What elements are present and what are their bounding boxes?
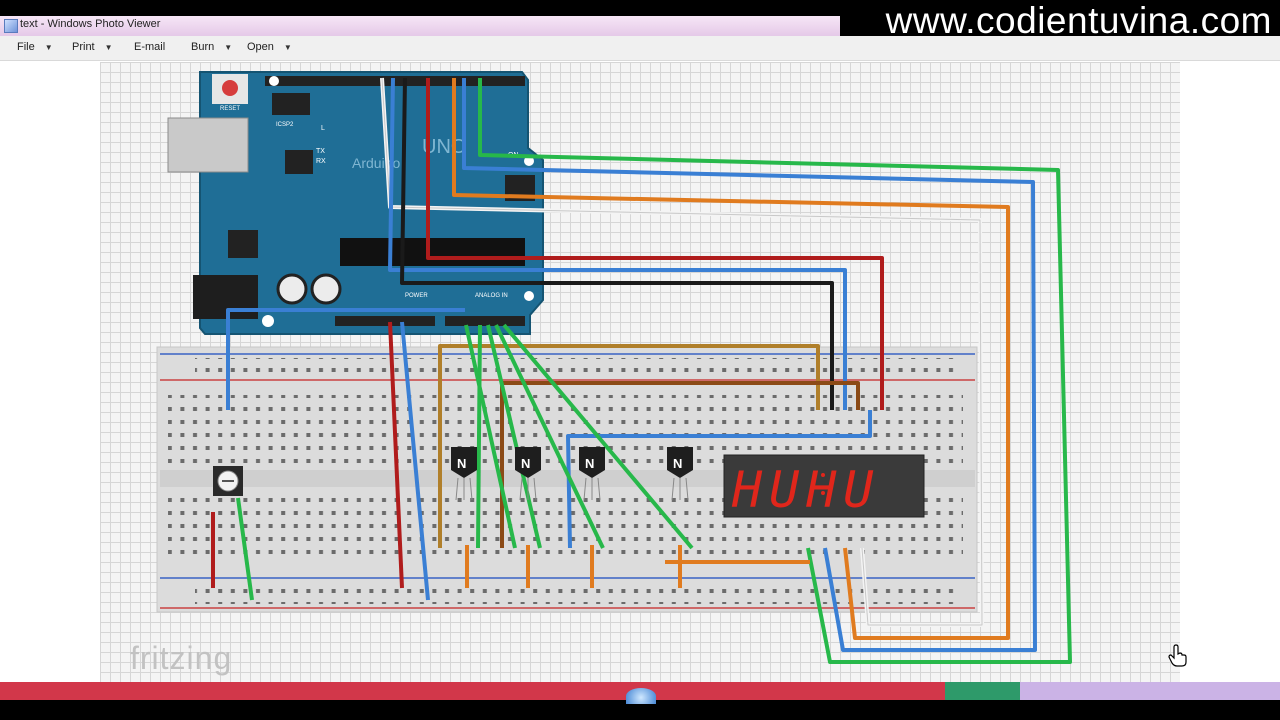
mount-hole bbox=[524, 156, 534, 166]
wire-green bbox=[236, 497, 254, 601]
capacitor-1 bbox=[276, 273, 308, 305]
reset-label: RESET bbox=[220, 106, 240, 112]
wire-green bbox=[476, 324, 482, 549]
digital-header bbox=[265, 76, 525, 86]
menu-bar: File ▼ Print ▼ E-mail Burn ▼ Open ▼ bbox=[0, 36, 1280, 61]
menu-file[interactable]: File ▼ bbox=[17, 41, 53, 53]
wire-red bbox=[388, 321, 404, 589]
mount-hole bbox=[269, 76, 279, 86]
reset-button bbox=[222, 80, 238, 96]
watermark-text: www.codientuvina.com bbox=[885, 0, 1272, 41]
hand-pointer-icon bbox=[1168, 644, 1187, 667]
arduino-uno-board: RESET ICSP2 L TX RX ON Arduino UNO POWER… bbox=[167, 71, 544, 335]
led-label-l: L bbox=[321, 125, 325, 132]
window-title: text - Windows Photo Viewer bbox=[20, 18, 161, 30]
wire-gold bbox=[438, 344, 820, 548]
led-label-tx: TX bbox=[316, 148, 325, 155]
regulator bbox=[228, 230, 258, 258]
transistor: N bbox=[451, 447, 477, 501]
display-colon bbox=[821, 473, 825, 477]
transistor: N bbox=[667, 447, 693, 501]
wire-blue bbox=[566, 410, 872, 549]
start-button-icon[interactable] bbox=[626, 688, 656, 704]
taskbar-segment-middle[interactable] bbox=[945, 682, 1020, 700]
potentiometer bbox=[213, 466, 243, 496]
chevron-down-icon: ▼ bbox=[224, 43, 233, 52]
transistor-label: N bbox=[521, 456, 530, 471]
menu-print[interactable]: Print ▼ bbox=[72, 41, 113, 53]
menu-email-label: E-mail bbox=[134, 41, 166, 53]
power-header bbox=[335, 316, 435, 326]
menu-email[interactable]: E-mail bbox=[134, 41, 165, 53]
transistor-label: N bbox=[457, 456, 466, 471]
display-colon bbox=[821, 491, 825, 495]
fritzing-logo: fritzing bbox=[130, 640, 233, 676]
wire-brown bbox=[500, 381, 860, 548]
wire-orange bbox=[452, 78, 1010, 640]
wire-green bbox=[494, 324, 605, 549]
icsp-label: ICSP2 bbox=[276, 122, 294, 128]
transistor-label: N bbox=[585, 456, 594, 471]
analog-in-label: ANALOG IN bbox=[475, 293, 508, 299]
wires bbox=[211, 77, 1072, 664]
mount-hole bbox=[262, 315, 274, 327]
led-label-rx: RX bbox=[316, 158, 326, 165]
menu-print-label: Print bbox=[72, 41, 95, 53]
mount-hole bbox=[524, 291, 534, 301]
window-title-strip[interactable] bbox=[0, 16, 840, 36]
wire-blue bbox=[400, 321, 430, 601]
menu-open-label: Open bbox=[247, 41, 274, 53]
seven-segment-display: HUHU bbox=[723, 454, 925, 519]
taskbar-segment-left[interactable] bbox=[0, 682, 945, 700]
menu-open[interactable]: Open ▼ bbox=[247, 41, 292, 53]
power-label: POWER bbox=[405, 293, 428, 299]
wire-green bbox=[478, 78, 1072, 664]
chevron-down-icon: ▼ bbox=[104, 43, 113, 52]
wire-blue bbox=[388, 77, 847, 410]
menu-burn-label: Burn bbox=[191, 41, 215, 53]
wire-green bbox=[502, 323, 694, 550]
power-jack bbox=[193, 275, 258, 319]
wire-white-outline bbox=[381, 77, 983, 626]
icsp-header bbox=[272, 93, 310, 115]
wire-green bbox=[486, 324, 542, 549]
capacitor-2 bbox=[310, 273, 342, 305]
photo-viewer-app-icon bbox=[4, 19, 18, 33]
title-bar: text - Windows Photo Viewer www.codientu… bbox=[0, 0, 1280, 41]
usb-connector bbox=[167, 117, 249, 173]
usb-chip bbox=[285, 150, 313, 174]
wire-red bbox=[426, 78, 884, 410]
transistor: N bbox=[515, 447, 541, 501]
wire-blue bbox=[226, 308, 465, 410]
wire-green bbox=[464, 324, 517, 549]
wire-blue bbox=[462, 78, 1037, 652]
taskbar-segment-right[interactable] bbox=[1020, 682, 1280, 700]
wire-black bbox=[400, 77, 834, 410]
display-digits: HUHU bbox=[731, 461, 880, 519]
menu-file-label: File bbox=[17, 41, 35, 53]
menu-burn[interactable]: Burn ▼ bbox=[191, 41, 232, 53]
analog-header bbox=[445, 316, 525, 326]
transistor-label: N bbox=[673, 456, 682, 471]
chevron-down-icon: ▼ bbox=[44, 43, 53, 52]
atmega-chip bbox=[340, 238, 525, 266]
transistor: N bbox=[579, 447, 605, 501]
chevron-down-icon: ▼ bbox=[283, 43, 292, 52]
